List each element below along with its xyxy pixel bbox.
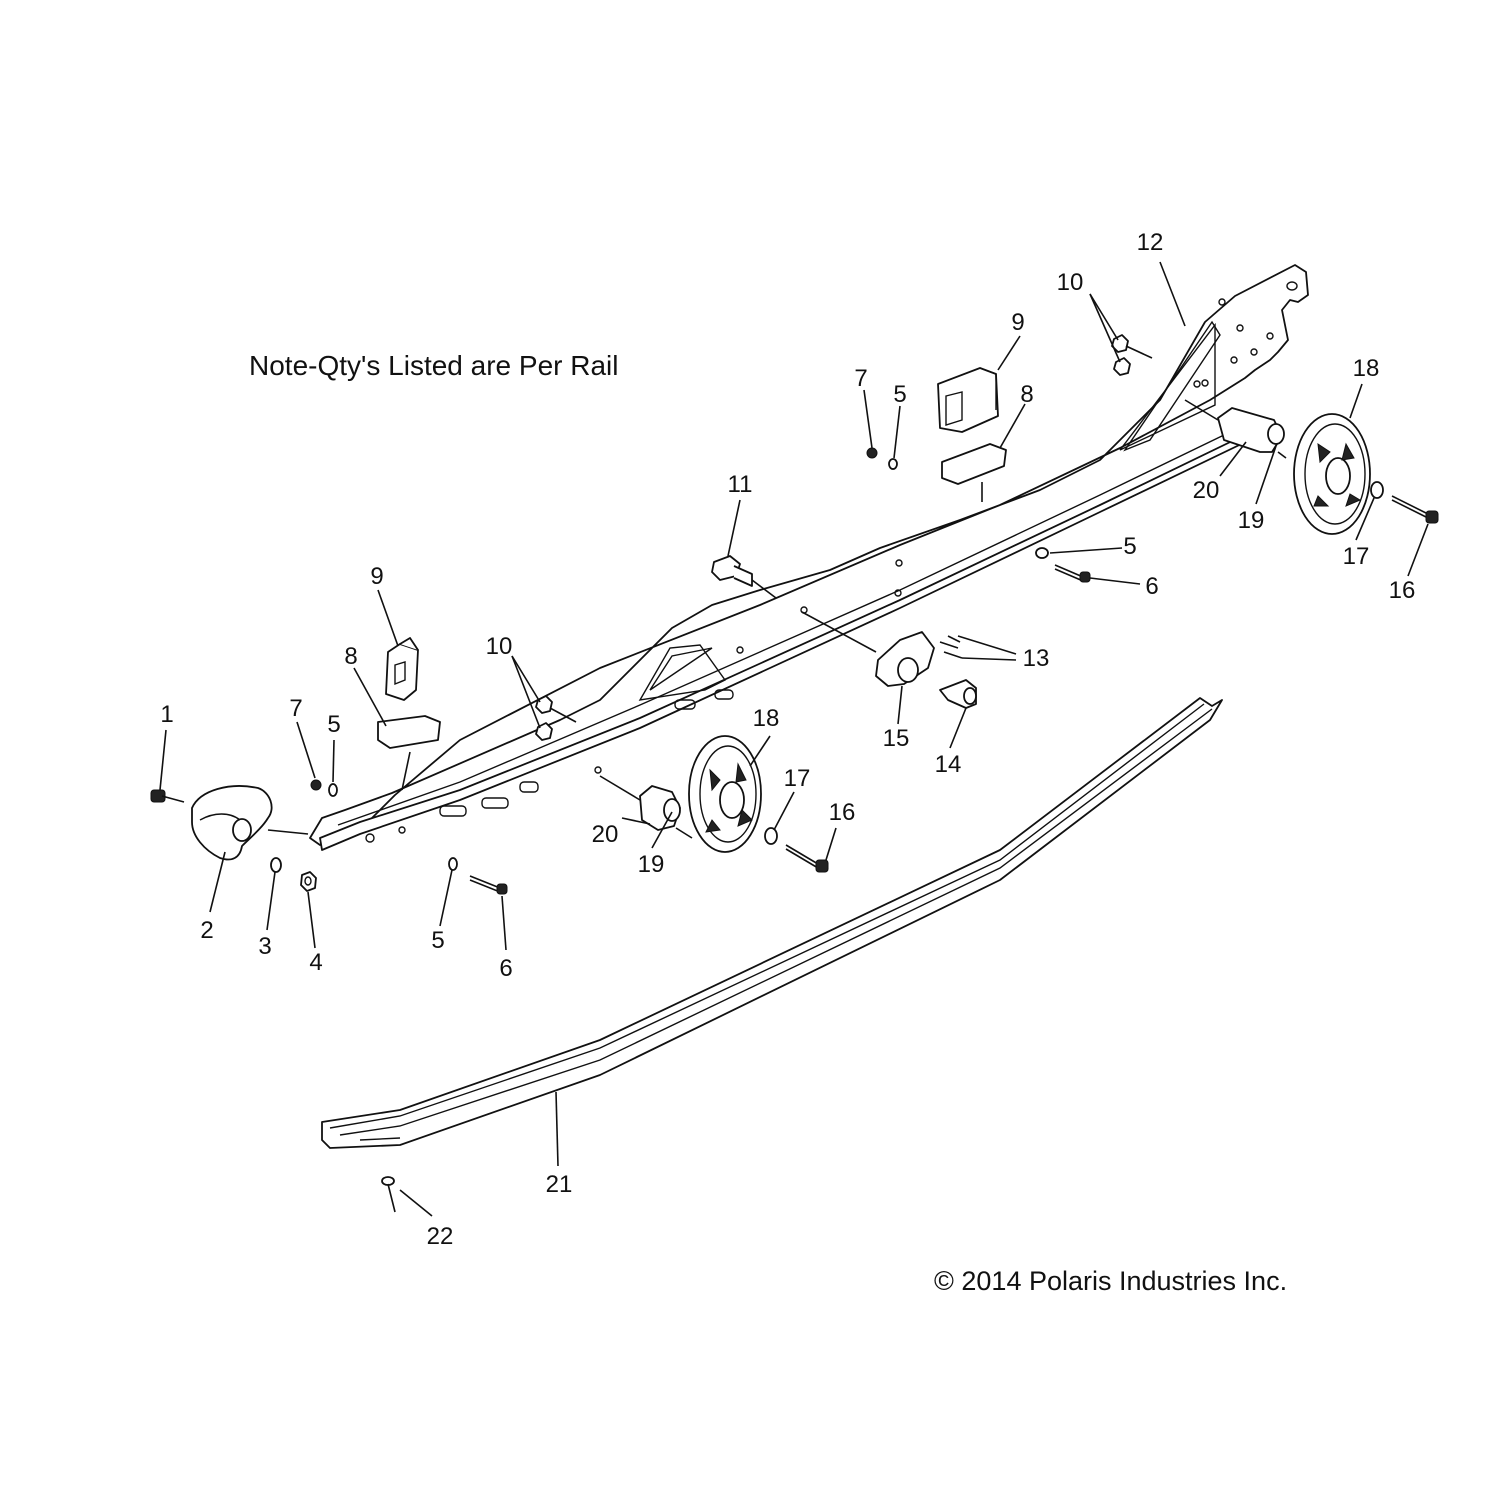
callout-9-front: 9 bbox=[370, 563, 383, 590]
nuts-10-front bbox=[535, 695, 577, 741]
block-9-front bbox=[385, 637, 419, 701]
idler-mount-15 bbox=[801, 611, 935, 687]
callout-1: 1 bbox=[160, 701, 173, 728]
callout-20-front: 20 bbox=[592, 821, 619, 848]
callout-21: 21 bbox=[546, 1171, 573, 1198]
block-9-rear bbox=[937, 367, 999, 433]
washer-5-mid bbox=[1035, 547, 1049, 559]
bolt-6-mid bbox=[1054, 564, 1091, 583]
callout-5-mid: 5 bbox=[1123, 533, 1136, 560]
washer-5-rear bbox=[888, 458, 898, 470]
callout-numbers: 1 2 3 4 5 5 5 5 6 6 7 7 8 8 9 9 10 10 11… bbox=[160, 229, 1415, 1250]
callout-12: 12 bbox=[1137, 229, 1164, 256]
callout-19-front: 19 bbox=[638, 851, 665, 878]
callout-5-front: 5 bbox=[327, 711, 340, 738]
slide bbox=[321, 697, 1223, 1149]
wheel-assembly-rear bbox=[1184, 399, 1439, 535]
washer-5-lower bbox=[448, 857, 458, 871]
callout-7-rear: 7 bbox=[854, 365, 867, 392]
callout-19-rear: 19 bbox=[1238, 507, 1265, 534]
callout-17-rear: 17 bbox=[1343, 543, 1370, 570]
screws-13 bbox=[939, 635, 963, 659]
callout-7-front: 7 bbox=[289, 695, 302, 722]
callout-10-rear: 10 bbox=[1057, 269, 1084, 296]
nuts-10-rear bbox=[1111, 334, 1153, 376]
callout-4: 4 bbox=[309, 949, 322, 976]
pin-14 bbox=[939, 679, 977, 709]
callout-6-lower: 6 bbox=[499, 955, 512, 982]
washer-5-front bbox=[328, 783, 338, 797]
callout-3: 3 bbox=[258, 933, 271, 960]
washer-3 bbox=[270, 857, 282, 873]
callout-18-rear: 18 bbox=[1353, 355, 1380, 382]
block-8-front bbox=[377, 715, 441, 791]
callout-13: 13 bbox=[1023, 645, 1050, 672]
bolt-11 bbox=[711, 555, 777, 599]
bolt-6-lower bbox=[469, 875, 508, 895]
callout-2: 2 bbox=[200, 917, 213, 944]
callout-9-rear: 9 bbox=[1011, 309, 1024, 336]
nut-7-rear bbox=[866, 447, 878, 459]
callout-16-front: 16 bbox=[829, 799, 856, 826]
callout-20-rear: 20 bbox=[1193, 477, 1220, 504]
callout-14: 14 bbox=[935, 751, 962, 778]
quantity-note: Note-Qty's Listed are Per Rail bbox=[249, 350, 619, 381]
callout-5-rear: 5 bbox=[893, 381, 906, 408]
callout-22: 22 bbox=[427, 1223, 454, 1250]
callout-5-lower: 5 bbox=[431, 927, 444, 954]
wheel-assembly-front bbox=[599, 735, 829, 873]
callout-8-front: 8 bbox=[344, 643, 357, 670]
nut-4 bbox=[300, 871, 317, 892]
front-bumper bbox=[191, 785, 309, 861]
callout-17-front: 17 bbox=[784, 765, 811, 792]
bolt-1 bbox=[150, 789, 185, 803]
callout-6-mid: 6 bbox=[1145, 573, 1158, 600]
callout-15: 15 bbox=[883, 725, 910, 752]
callout-18-front: 18 bbox=[753, 705, 780, 732]
callout-11: 11 bbox=[728, 471, 753, 498]
copyright-text: © 2014 Polaris Industries Inc. bbox=[934, 1266, 1288, 1296]
screw-22 bbox=[381, 1176, 396, 1213]
callout-8-rear: 8 bbox=[1020, 381, 1033, 408]
block-8-rear bbox=[941, 443, 1007, 502]
leader-lines bbox=[159, 261, 1429, 1217]
callout-16-rear: 16 bbox=[1389, 577, 1416, 604]
nut-7-front bbox=[310, 779, 322, 791]
callout-10-front: 10 bbox=[486, 633, 513, 660]
